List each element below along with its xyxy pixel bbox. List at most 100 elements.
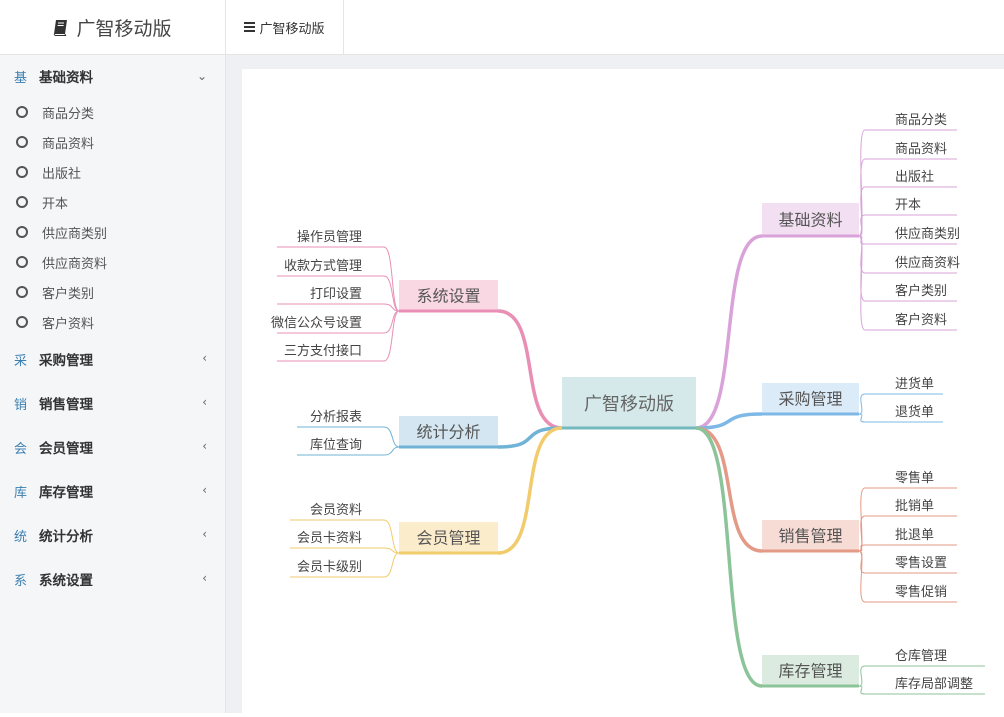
group-icon: 库	[14, 485, 28, 501]
group-icon: 系	[14, 573, 28, 589]
leaf-connector	[383, 275, 400, 312]
branch-connector	[695, 234, 763, 430]
sidebar-item-label: 出版社	[42, 166, 82, 182]
sidebar-group-label: 会员管理	[39, 441, 93, 457]
sidebar-group-tongji[interactable]: 统 统计分析 ‹	[0, 513, 225, 557]
sidebar-group-xiaoshou[interactable]: 销 销售管理 ‹	[0, 381, 225, 425]
sidebar-item-shangpinziliao[interactable]: 商品资料	[0, 127, 225, 157]
sidebar-group-label: 系统设置	[39, 573, 93, 589]
leaf-node-label: 开本	[895, 198, 921, 213]
leaf-connector	[858, 665, 866, 687]
leaf-node-label: 商品分类	[895, 113, 947, 128]
branch-node-label: 库存管理	[778, 662, 842, 681]
leaf-node-label: 会员卡级别	[297, 560, 362, 575]
sidebar-group-label: 销售管理	[39, 397, 93, 413]
leaf-node-label: 分析报表	[310, 410, 362, 425]
leaf-connector	[383, 246, 400, 312]
sidebar-group-kucun[interactable]: 库 库存管理 ‹	[0, 469, 225, 513]
leaf-node-label: 库存局部调整	[895, 676, 973, 692]
branch-node-label: 统计分析	[416, 423, 480, 442]
leaf-node-label: 进货单	[895, 376, 934, 392]
group-icon: 统	[14, 529, 28, 545]
leaf-node-label: 供应商类别	[895, 226, 960, 242]
leaf-connector	[858, 413, 866, 423]
leaf-connector	[858, 685, 866, 695]
branch-connector	[695, 412, 763, 430]
sidebar-item-shangpinfenlei[interactable]: 商品分类	[0, 97, 225, 127]
leaf-node-label: 零售单	[895, 470, 934, 486]
leaf-node-label: 微信公众号设置	[271, 316, 362, 331]
sidebar-group-label: 基础资料	[39, 70, 93, 86]
sidebar-item-label: 商品分类	[42, 106, 95, 122]
branch-node-tongji	[399, 416, 498, 447]
sidebar-group-huiyuan[interactable]: 会 会员管理 ‹	[0, 425, 225, 469]
branch-node-caigou	[762, 383, 859, 414]
leaf-node-label: 商品资料	[895, 142, 947, 157]
branch-node-jichu	[762, 203, 859, 236]
group-icon: 基	[14, 70, 28, 86]
leaf-connector	[383, 310, 400, 334]
circle-icon	[16, 136, 28, 148]
branch-connector	[497, 309, 563, 430]
book-icon	[54, 19, 68, 36]
sidebar-group-label: 库存管理	[39, 485, 93, 501]
chevron-left-icon: ‹	[202, 527, 207, 541]
leaf-connector	[858, 235, 866, 331]
menu-toggle-button[interactable]: 广智移动版	[226, 0, 344, 54]
leaf-connector	[383, 303, 400, 312]
menu-toggle-label: 广智移动版	[259, 21, 325, 37]
circle-icon	[16, 256, 28, 268]
leaf-connector	[383, 547, 400, 554]
chevron-left-icon: ‹	[202, 395, 207, 409]
brand-logo: 广智移动版	[0, 0, 226, 55]
leaf-connector	[383, 426, 400, 448]
branch-node-label: 销售管理	[778, 527, 842, 546]
sidebar-group-label: 采购管理	[39, 353, 93, 369]
branch-node-huiyuan	[399, 522, 498, 553]
sidebar-group-label: 统计分析	[39, 529, 93, 545]
chevron-left-icon: ‹	[202, 351, 207, 365]
branch-connector	[695, 426, 763, 553]
sidebar-item-label: 开本	[42, 196, 69, 212]
leaf-connector	[383, 310, 400, 362]
circle-icon	[16, 226, 28, 238]
leaf-node-label: 收款方式管理	[284, 258, 362, 274]
circle-icon	[16, 316, 28, 328]
group-icon: 采	[14, 353, 28, 369]
sidebar: 基 基础资料 ⌄ 商品分类 商品资料 出版社 开本 供应商类别 供应商资料 客户…	[0, 55, 226, 713]
leaf-connector	[858, 550, 866, 603]
group-icon: 销	[14, 397, 28, 413]
branch-node-xitong	[399, 280, 498, 311]
leaf-node-label: 打印设置	[310, 287, 362, 302]
sidebar-item-label: 商品资料	[42, 136, 95, 152]
branch-node-kucun	[762, 655, 859, 686]
root-node	[562, 377, 696, 429]
sidebar-item-label: 客户类别	[42, 286, 95, 302]
sidebar-item-gongyingshangziliao[interactable]: 供应商资料	[0, 247, 225, 277]
main-content: 广智移动版基础资料商品分类商品资料出版社开本供应商类别供应商资料客户类别客户资料…	[226, 55, 1004, 713]
leaf-node-label: 退货单	[895, 404, 934, 420]
sidebar-item-kehuziliao[interactable]: 客户资料	[0, 307, 225, 337]
leaf-node-label: 批销单	[895, 499, 934, 514]
branch-node-label: 基础资料	[778, 211, 842, 230]
branch-node-label: 采购管理	[778, 390, 842, 409]
hamburger-icon	[244, 22, 256, 32]
sidebar-item-label: 客户资料	[42, 316, 95, 332]
sidebar-item-chubanshe[interactable]: 出版社	[0, 157, 225, 187]
sidebar-item-kehuleibie[interactable]: 客户类别	[0, 277, 225, 307]
leaf-node-label: 零售促销	[895, 584, 947, 600]
sidebar-item-kaiben[interactable]: 开本	[0, 187, 225, 217]
circle-icon	[16, 286, 28, 298]
sidebar-group-caigou[interactable]: 采 采购管理 ‹	[0, 337, 225, 381]
leaf-node-label: 客户类别	[895, 283, 947, 299]
sidebar-group-jichu[interactable]: 基 基础资料 ⌄	[0, 55, 225, 97]
sidebar-group-xitong[interactable]: 系 系统设置 ‹	[0, 557, 225, 601]
leaf-node-label: 零售设置	[895, 555, 947, 571]
branch-node-label: 系统设置	[416, 287, 480, 306]
leaf-node-label: 出版社	[895, 169, 934, 185]
leaf-node-label: 会员资料	[310, 503, 362, 518]
leaf-node-label: 操作员管理	[297, 229, 362, 245]
sidebar-item-gongyingshangleibie[interactable]: 供应商类别	[0, 217, 225, 247]
top-bar: 广智移动版	[226, 0, 1004, 55]
leaf-node-label: 客户资料	[895, 312, 947, 328]
